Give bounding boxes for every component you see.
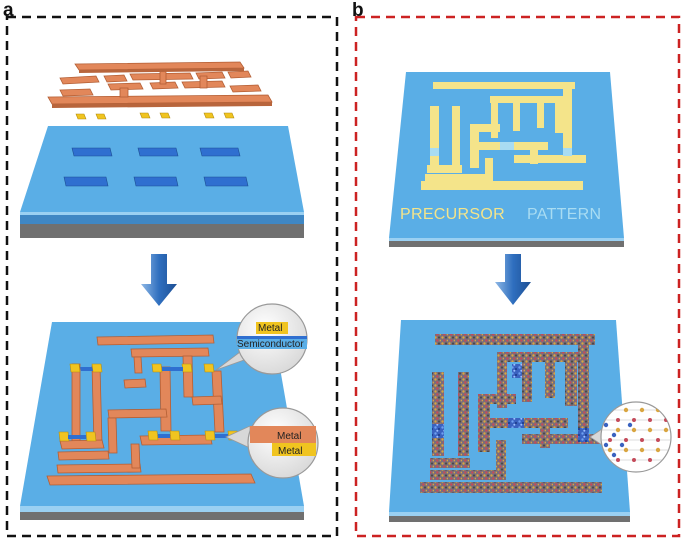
panel-a-border xyxy=(5,15,339,538)
precursor-word: PRECURSOR xyxy=(400,206,505,223)
exploded-metal-layer xyxy=(47,61,273,108)
callout-metal-label: Metal xyxy=(258,323,282,334)
panel-a-letter: a xyxy=(3,0,14,21)
magnifier-icon xyxy=(215,303,308,375)
grown-crystal-pattern xyxy=(420,334,606,493)
panel-b-letter: b xyxy=(352,0,364,21)
callout-metal-label-2: Metal xyxy=(278,446,302,457)
magnifier-icon xyxy=(589,401,672,473)
down-arrow-icon xyxy=(495,254,531,305)
substrate-a-top xyxy=(20,126,304,238)
pattern-highlights xyxy=(430,142,572,156)
callout-metal-label-1: Metal xyxy=(277,431,301,442)
callout-semiconductor-label: Semiconductor xyxy=(237,339,304,350)
magnifier-icon xyxy=(225,407,319,479)
precursor-pattern xyxy=(421,82,586,190)
down-arrow-icon xyxy=(141,254,177,306)
pattern-word: PATTERN xyxy=(527,206,601,223)
